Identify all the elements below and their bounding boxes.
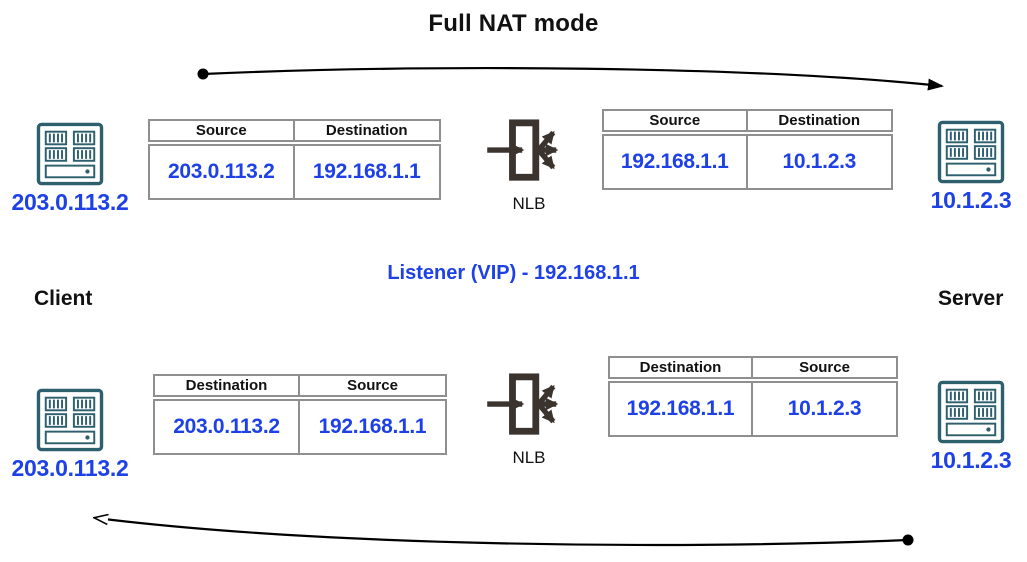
table-header-cell: Destination xyxy=(155,376,300,395)
table-header-cell: Source xyxy=(347,377,398,394)
nlb-node-bottom: NLB xyxy=(486,372,572,468)
client-ip-label: 203.0.113.2 xyxy=(11,189,129,215)
server-label: Server xyxy=(938,287,1004,310)
server-node-top: 10.1.2.3 xyxy=(903,120,1027,214)
table-value-cell: 192.168.1.1 xyxy=(318,415,427,438)
packet-table-bottom-left: Destination Source 203.0.113.2 192.168.1… xyxy=(153,374,447,455)
server-ip-label: 10.1.2.3 xyxy=(930,447,1012,473)
nlb-label: NLB xyxy=(512,448,546,467)
table-value-cell: 192.168.1.1 xyxy=(312,160,421,183)
table-header-cell: Source xyxy=(799,359,850,376)
table-header-cell: Source xyxy=(604,111,748,130)
server-node-bottom: 10.1.2.3 xyxy=(903,380,1027,474)
table-value-cell: 10.1.2.3 xyxy=(787,397,862,420)
load-balancer-icon xyxy=(487,119,559,181)
table-value-cell: 10.1.2.3 xyxy=(782,150,857,173)
listener-vip-label: Listener (VIP) - 192.168.1.1 xyxy=(387,262,640,284)
load-balancer-icon xyxy=(487,373,559,435)
table-value-cell: 192.168.1.1 xyxy=(604,136,748,188)
server-ip-label: 10.1.2.3 xyxy=(930,187,1012,213)
client-ip-label: 203.0.113.2 xyxy=(11,455,129,481)
table-value-cell: 192.168.1.1 xyxy=(610,383,753,435)
packet-table-bottom-right: Destination Source 192.168.1.1 10.1.2.3 xyxy=(608,356,898,437)
client-label: Client xyxy=(34,287,93,310)
client-node-bottom: 203.0.113.2 xyxy=(2,388,138,482)
table-header-cell: Destination xyxy=(778,112,861,129)
table-header-cell: Source xyxy=(150,121,295,140)
packet-table-top-left: Source Destination 203.0.113.2 192.168.1… xyxy=(148,119,441,200)
forward-flow-arrow-icon xyxy=(197,67,944,91)
table-value-cell: 203.0.113.2 xyxy=(150,146,295,198)
server-host-icon xyxy=(36,388,104,452)
page-title: Full NAT mode xyxy=(428,10,599,37)
server-host-icon xyxy=(937,120,1005,184)
table-header-cell: Destination xyxy=(610,358,753,377)
server-host-icon xyxy=(36,122,104,186)
client-node-top: 203.0.113.2 xyxy=(2,122,138,216)
nlb-node-top: NLB xyxy=(486,118,572,214)
table-value-cell: 203.0.113.2 xyxy=(155,401,300,453)
server-host-icon xyxy=(937,380,1005,444)
table-header-cell: Destination xyxy=(325,122,408,139)
return-flow-arrow-icon xyxy=(72,502,914,547)
nlb-label: NLB xyxy=(512,194,546,213)
packet-table-top-right: Source Destination 192.168.1.1 10.1.2.3 xyxy=(602,109,893,190)
